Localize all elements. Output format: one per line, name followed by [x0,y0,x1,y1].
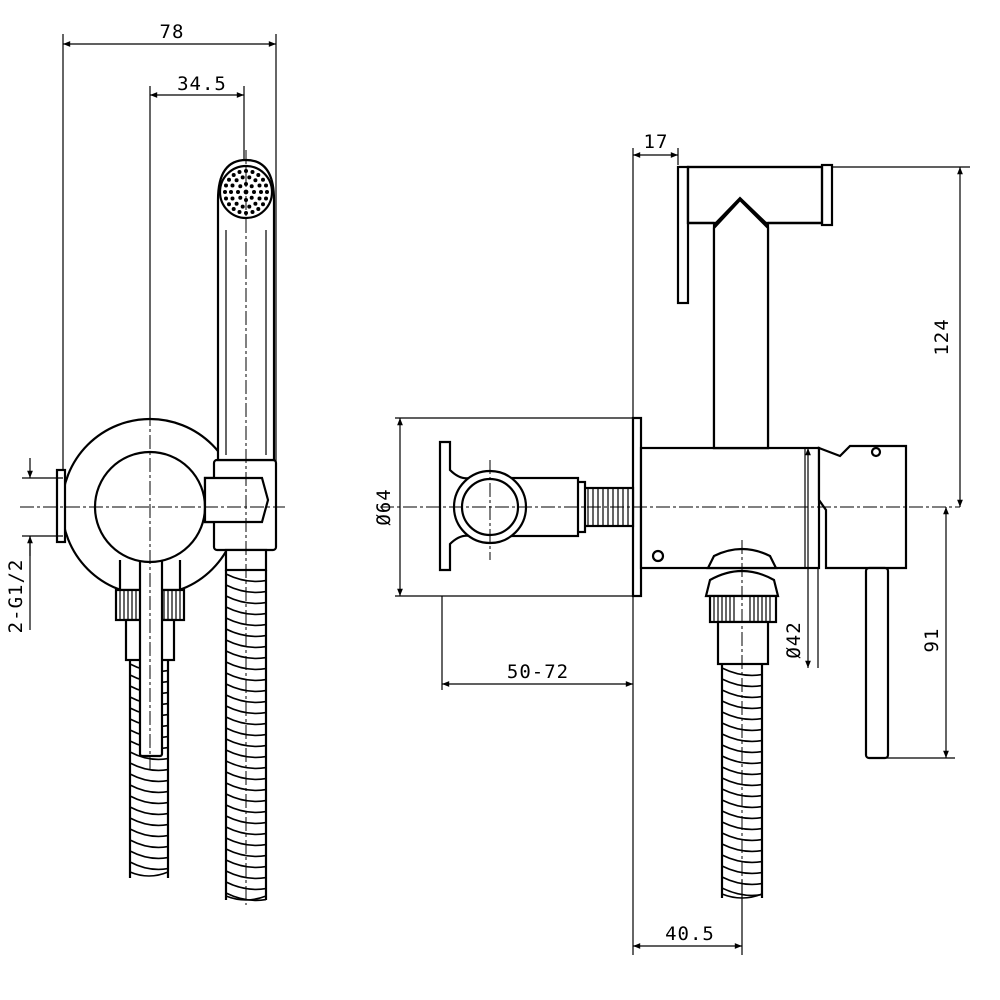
side-outlet-nut [708,594,778,624]
dim-side-depth: 17 [644,131,669,153]
side-lever-handle [817,444,908,570]
front-supply-hose [128,660,170,878]
dim-thread: 2-G1/2 [5,559,27,634]
sprayer-nozzle-holes [223,169,269,215]
dim-front-offset: 34.5 [177,73,227,95]
dim-lever-height: 91 [921,628,943,653]
dim-sprayer-height: 124 [931,318,953,355]
side-view [380,148,970,955]
front-view [20,34,285,905]
dim-front-width: 78 [160,21,185,43]
dim-hose-offset: 40.5 [665,923,715,945]
dim-body-diameter: Ø64 [373,488,395,525]
dim-outlet-diameter: Ø42 [783,621,805,658]
dim-wall-range: 50-72 [507,661,569,683]
front-lever-handle [138,558,164,758]
